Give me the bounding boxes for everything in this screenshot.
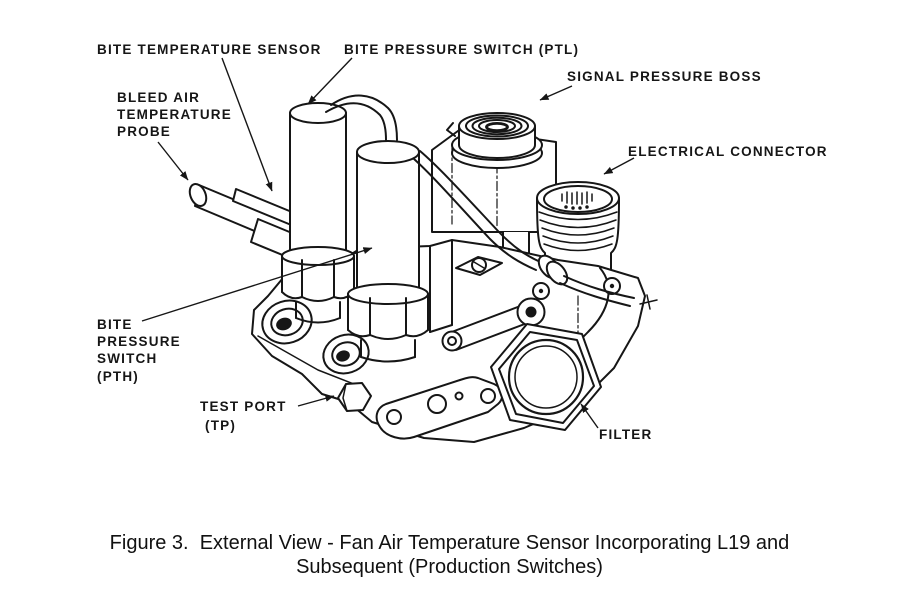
label-test-port-line1: TEST PORT xyxy=(200,399,287,414)
test-port-drawing xyxy=(337,382,372,412)
fan-air-temperature-sensor-diagram: BITE TEMPERATURE SENSOR BITE PRESSURE SW… xyxy=(97,42,828,443)
label-test-port-line2: (TP) xyxy=(205,418,236,433)
sensor-cable-drawing xyxy=(325,94,635,307)
leader-bite-pressure-switch-pth xyxy=(141,247,373,322)
figure-caption-line2: Subsequent (Production Switches) xyxy=(296,556,603,578)
label-bite-pressure-switch-ptl: BITE PRESSURE SWITCH (PTL) xyxy=(344,42,579,57)
figure-caption-line1: Figure 3. External View - Fan Air Temper… xyxy=(109,532,790,554)
label-bleed-air-probe-line2: TEMPERATURE xyxy=(117,107,232,122)
figure-caption: Figure 3. External View - Fan Air Temper… xyxy=(0,531,899,579)
leader-bleed-air-probe xyxy=(157,141,189,181)
ptl-switch-cylinder-drawing xyxy=(281,102,355,324)
leader-test-port xyxy=(297,394,335,407)
connector-pins xyxy=(561,191,593,210)
filter-drawing xyxy=(490,323,602,431)
link-arm-drawing xyxy=(441,297,546,352)
leader-filter xyxy=(580,403,599,429)
port-bosses-drawing xyxy=(261,299,370,375)
label-bite-temperature-sensor: BITE TEMPERATURE SENSOR xyxy=(97,42,322,57)
label-electrical-connector: ELECTRICAL CONNECTOR xyxy=(628,144,828,159)
mounting-bracket-drawing xyxy=(375,376,504,440)
callout-labels: BITE TEMPERATURE SENSOR BITE PRESSURE SW… xyxy=(97,42,828,442)
leader-electrical-connector xyxy=(603,157,635,175)
device-drawing xyxy=(188,94,658,443)
label-bite-pressure-switch-pth-line2: PRESSURE xyxy=(97,334,181,349)
mounting-screws-drawing xyxy=(532,277,621,300)
label-filter: FILTER xyxy=(599,427,652,442)
leader-lines xyxy=(141,57,635,429)
signal-pressure-boss-drawing xyxy=(446,112,543,169)
top-screw-boss-drawing xyxy=(455,256,503,276)
label-bite-pressure-switch-pth-line1: BITE xyxy=(97,317,133,332)
leader-signal-pressure-boss xyxy=(539,85,573,101)
label-bite-pressure-switch-pth-line3: SWITCH xyxy=(97,351,157,366)
label-bleed-air-probe-line1: BLEED AIR xyxy=(117,90,200,105)
label-bleed-air-probe-line3: PROBE xyxy=(117,124,171,139)
leader-bite-temperature-sensor xyxy=(221,57,273,192)
label-signal-pressure-boss: SIGNAL PRESSURE BOSS xyxy=(567,69,762,84)
label-bite-pressure-switch-pth-line4: (PTH) xyxy=(97,369,139,384)
leader-bite-pressure-switch-ptl xyxy=(307,57,353,105)
pth-switch-cylinder-drawing xyxy=(347,140,429,363)
